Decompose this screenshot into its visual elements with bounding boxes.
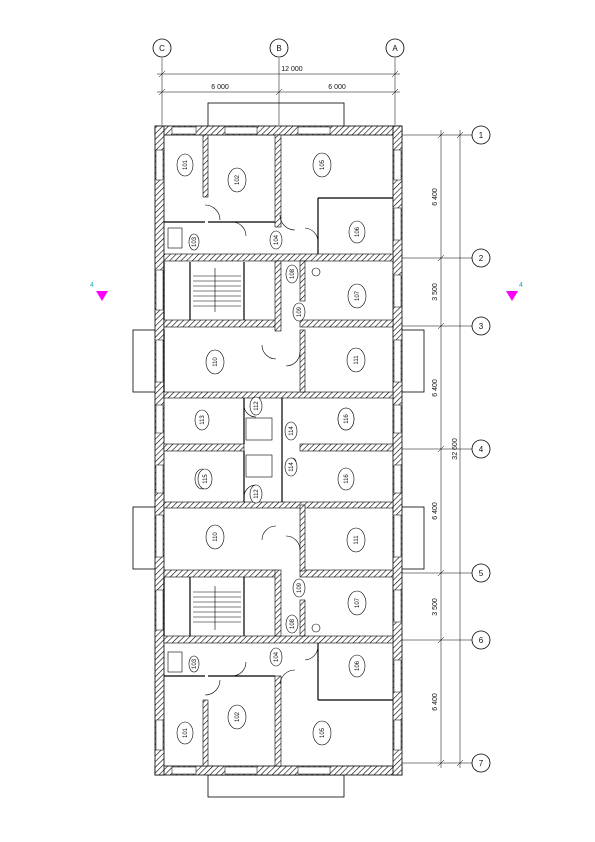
- dim-span-4: 6 400: [432, 502, 439, 520]
- stair-upper: [189, 268, 245, 312]
- dim-right-width: 6 000: [328, 84, 346, 91]
- room-number: 109: [297, 582, 303, 593]
- room-number: 111: [354, 535, 360, 545]
- room-marker-circle: [188, 233, 200, 251]
- room-marker-circle: [337, 467, 355, 491]
- room-number: 108: [290, 618, 296, 629]
- axis-lines-vertical: [161, 58, 396, 125]
- axis-markers-top: C B A: [152, 38, 405, 58]
- dim-span-3: 6 400: [432, 379, 439, 397]
- room-number: 101: [183, 159, 189, 170]
- room-number: 109: [297, 306, 303, 317]
- room-marker-circle: [249, 484, 263, 504]
- axis-label-5: 5: [479, 569, 484, 578]
- room-number: 103: [192, 658, 198, 669]
- dim-left-width: 6 000: [211, 84, 229, 91]
- room-number: 103: [192, 236, 198, 247]
- room-number: 108: [290, 268, 296, 279]
- axis-label-6: 6: [479, 636, 484, 645]
- dim-span-5: 3 500: [432, 598, 439, 616]
- room-marker-circle: [348, 220, 366, 244]
- room-marker-circle: [292, 302, 306, 322]
- room-number: 116: [344, 474, 350, 484]
- dim-total-height: 32 600: [452, 438, 459, 460]
- room-marker-circle: [347, 283, 367, 309]
- room-number: 104: [274, 234, 280, 245]
- room-marker-circle: [284, 421, 298, 441]
- room-marker-circle: [269, 230, 283, 250]
- dim-span-2: 3 500: [432, 283, 439, 301]
- interior-walls: [163, 134, 394, 767]
- room-marker-circle: [312, 720, 332, 746]
- dim-span-6: 6 400: [432, 693, 439, 711]
- room-number: 105: [320, 159, 326, 170]
- room-marker-circle: [176, 721, 194, 745]
- room-marker-circle: [188, 655, 200, 673]
- section-label-right: 4: [519, 282, 523, 289]
- room-number: 101: [183, 727, 189, 738]
- section-marker-right: 4: [506, 282, 523, 301]
- axis-label-3: 3: [479, 322, 484, 331]
- room-number: 102: [235, 711, 241, 722]
- room-number: 104: [274, 651, 280, 662]
- doors: [204, 204, 319, 696]
- room-number: 111: [354, 355, 360, 365]
- right-dimension-ticks: [437, 131, 464, 767]
- room-marker-circle: [205, 349, 225, 375]
- room-number: 110: [213, 532, 219, 542]
- room-marker-circle: [348, 654, 366, 678]
- room-marker-circle: [347, 590, 367, 616]
- axis-label-2: 2: [479, 254, 484, 263]
- room-number: 107: [355, 290, 361, 301]
- room-marker-circle: [312, 152, 332, 178]
- room-number: 107: [355, 597, 361, 608]
- windows: [155, 126, 402, 775]
- room-marker-circle: [285, 614, 299, 634]
- dim-overall-width: 12 000: [281, 66, 303, 73]
- room-marker-circle: [194, 409, 210, 431]
- room-marker-circle: [249, 396, 263, 416]
- room-number: 105: [320, 727, 326, 738]
- room-number: 110: [213, 357, 219, 367]
- stair-lower: [189, 586, 245, 630]
- room-number: 116: [344, 414, 350, 424]
- room-number: 102: [235, 174, 241, 185]
- room-marker-circle: [227, 167, 247, 193]
- room-number: 114: [289, 426, 295, 436]
- room-marker-circle: [292, 578, 306, 598]
- top-dimension-lines: [157, 70, 400, 96]
- room-number: 115: [203, 474, 209, 484]
- room-number: 106: [355, 226, 361, 237]
- room-marker-circle: [176, 153, 194, 177]
- room-marker-circle: [337, 407, 355, 431]
- axis-markers-right: 1 2 3 4 5 6 7: [471, 125, 491, 773]
- axis-label-4: 4: [479, 445, 484, 454]
- room-number: 113: [200, 415, 206, 425]
- room-marker-circle: [285, 264, 299, 284]
- axis-label-1: 1: [479, 131, 484, 140]
- room-number: 112: [254, 489, 260, 499]
- room-number: 106: [355, 660, 361, 671]
- room-marker-circle: [205, 524, 225, 550]
- dim-span-1: 6 400: [432, 188, 439, 206]
- axis-label-c: C: [159, 44, 165, 53]
- axis-lines-horizontal: [402, 130, 472, 768]
- section-marker-left: 4: [90, 282, 108, 301]
- room-marker-circle: [284, 457, 298, 477]
- room-number: 114: [289, 462, 295, 472]
- room-marker-circle: [346, 347, 366, 373]
- section-label-left: 4: [90, 282, 94, 289]
- room-marker-circle: [346, 527, 366, 553]
- room-number: 112: [254, 401, 260, 411]
- axis-label-7: 7: [479, 759, 484, 768]
- room-marker-circle: [197, 468, 213, 490]
- room-marker-circle: [269, 647, 283, 667]
- axis-label-a: A: [392, 44, 398, 53]
- room-markers: 101 102 103 104 105 106 107 108 109 110 111 112 113 1…: [176, 152, 367, 746]
- room-marker-circle: [227, 704, 247, 730]
- axis-label-b: B: [276, 44, 281, 53]
